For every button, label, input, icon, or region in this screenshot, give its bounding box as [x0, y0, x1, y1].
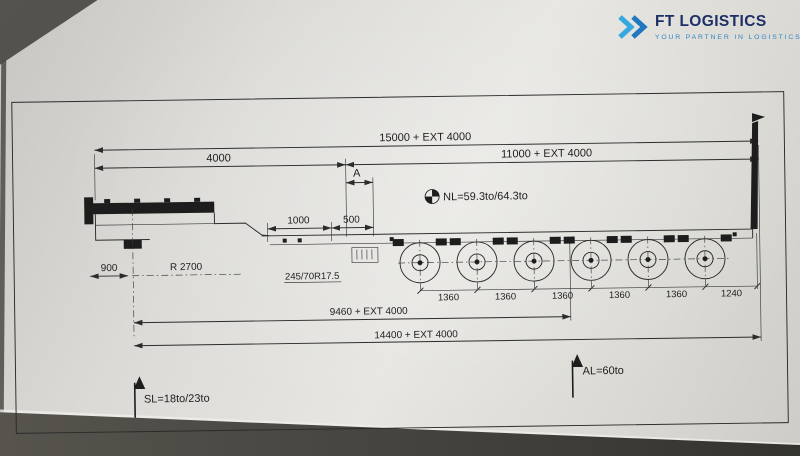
dim-label-sl: SL=18to/23to [144, 393, 210, 406]
dim-label-overall-lower: 14400 + EXT 4000 [374, 329, 458, 341]
deck [261, 228, 754, 263]
al-load-annotation: AL=60to [572, 360, 624, 398]
dim-label-wheelbase: 9460 + EXT 4000 [330, 306, 409, 318]
kingpin-centerline [131, 208, 135, 338]
trailer-side-view [84, 113, 766, 338]
wheel-4 [563, 235, 618, 288]
dim-label-tyres: 245/70R17.5 [285, 271, 340, 283]
dim-label-nl: NL=59.3to/64.3to [443, 190, 528, 203]
tyre-spec: 245/70R17.5 [284, 271, 342, 283]
dim-wheelbase: 9460 + EXT 4000 [133, 306, 571, 326]
dim-label-spacing-1: 1360 [438, 292, 459, 303]
axle-group [392, 234, 732, 290]
nl-load-point: NL=59.3to/64.3to [424, 189, 528, 205]
dim-axle-spacings: 1360 1360 1360 1360 1360 1240 [417, 282, 761, 303]
dim-label-1000: 1000 [287, 215, 310, 226]
dim-row-2: 4000 11000 + EXT 4000 [94, 147, 759, 171]
gooseneck [84, 197, 270, 338]
drawing-frame [11, 91, 789, 434]
dim-label-spacing-6: 1240 [721, 288, 742, 299]
deck-detail-block [351, 246, 379, 263]
dim-label-overall-top: 15000 + EXT 4000 [379, 131, 471, 144]
dim-label-spacing-3: 1360 [552, 291, 573, 302]
dim-label-500: 500 [343, 215, 360, 226]
dim-a: A [345, 168, 373, 186]
rear-flag-icon [751, 113, 766, 123]
wheel-3 [506, 236, 561, 289]
dim-label-a: A [353, 168, 361, 180]
wheel-6 [677, 234, 732, 286]
wheel-1 [392, 238, 447, 290]
wheel-2 [449, 237, 504, 289]
dim-overall-lower: 14400 + EXT 4000 [134, 329, 762, 349]
dim-label-r2700: R 2700 [170, 262, 203, 273]
sl-load-annotation: SL=18to/23to [135, 382, 210, 418]
rear-ramp-mast [750, 113, 766, 230]
logo-chevrons-icon [618, 15, 648, 39]
logo-tagline: YOUR PARTNER IN LOGISTICS [655, 33, 800, 41]
logo: FT LOGISTICS YOUR PARTNER IN LOGISTICS [617, 14, 800, 41]
dim-label-spacing-2: 1360 [495, 291, 516, 302]
wheel-5 [620, 235, 675, 287]
logo-name: FT LOGISTICS [655, 13, 767, 30]
dim-overall-top: 15000 + EXT 4000 [94, 131, 759, 153]
dim-label-spacing-5: 1360 [666, 289, 687, 300]
dim-neck: 1000 500 [267, 215, 374, 232]
dim-label-rear-11000: 11000 + EXT 4000 [501, 147, 592, 160]
dim-front-detail: 900 R 2700 [90, 262, 243, 280]
extension-lines [94, 144, 762, 341]
dim-label-spacing-4: 1360 [609, 290, 630, 301]
dim-label-front-4000: 4000 [206, 152, 231, 164]
dim-label-900: 900 [101, 263, 118, 274]
dim-label-al: AL=60to [582, 365, 623, 378]
